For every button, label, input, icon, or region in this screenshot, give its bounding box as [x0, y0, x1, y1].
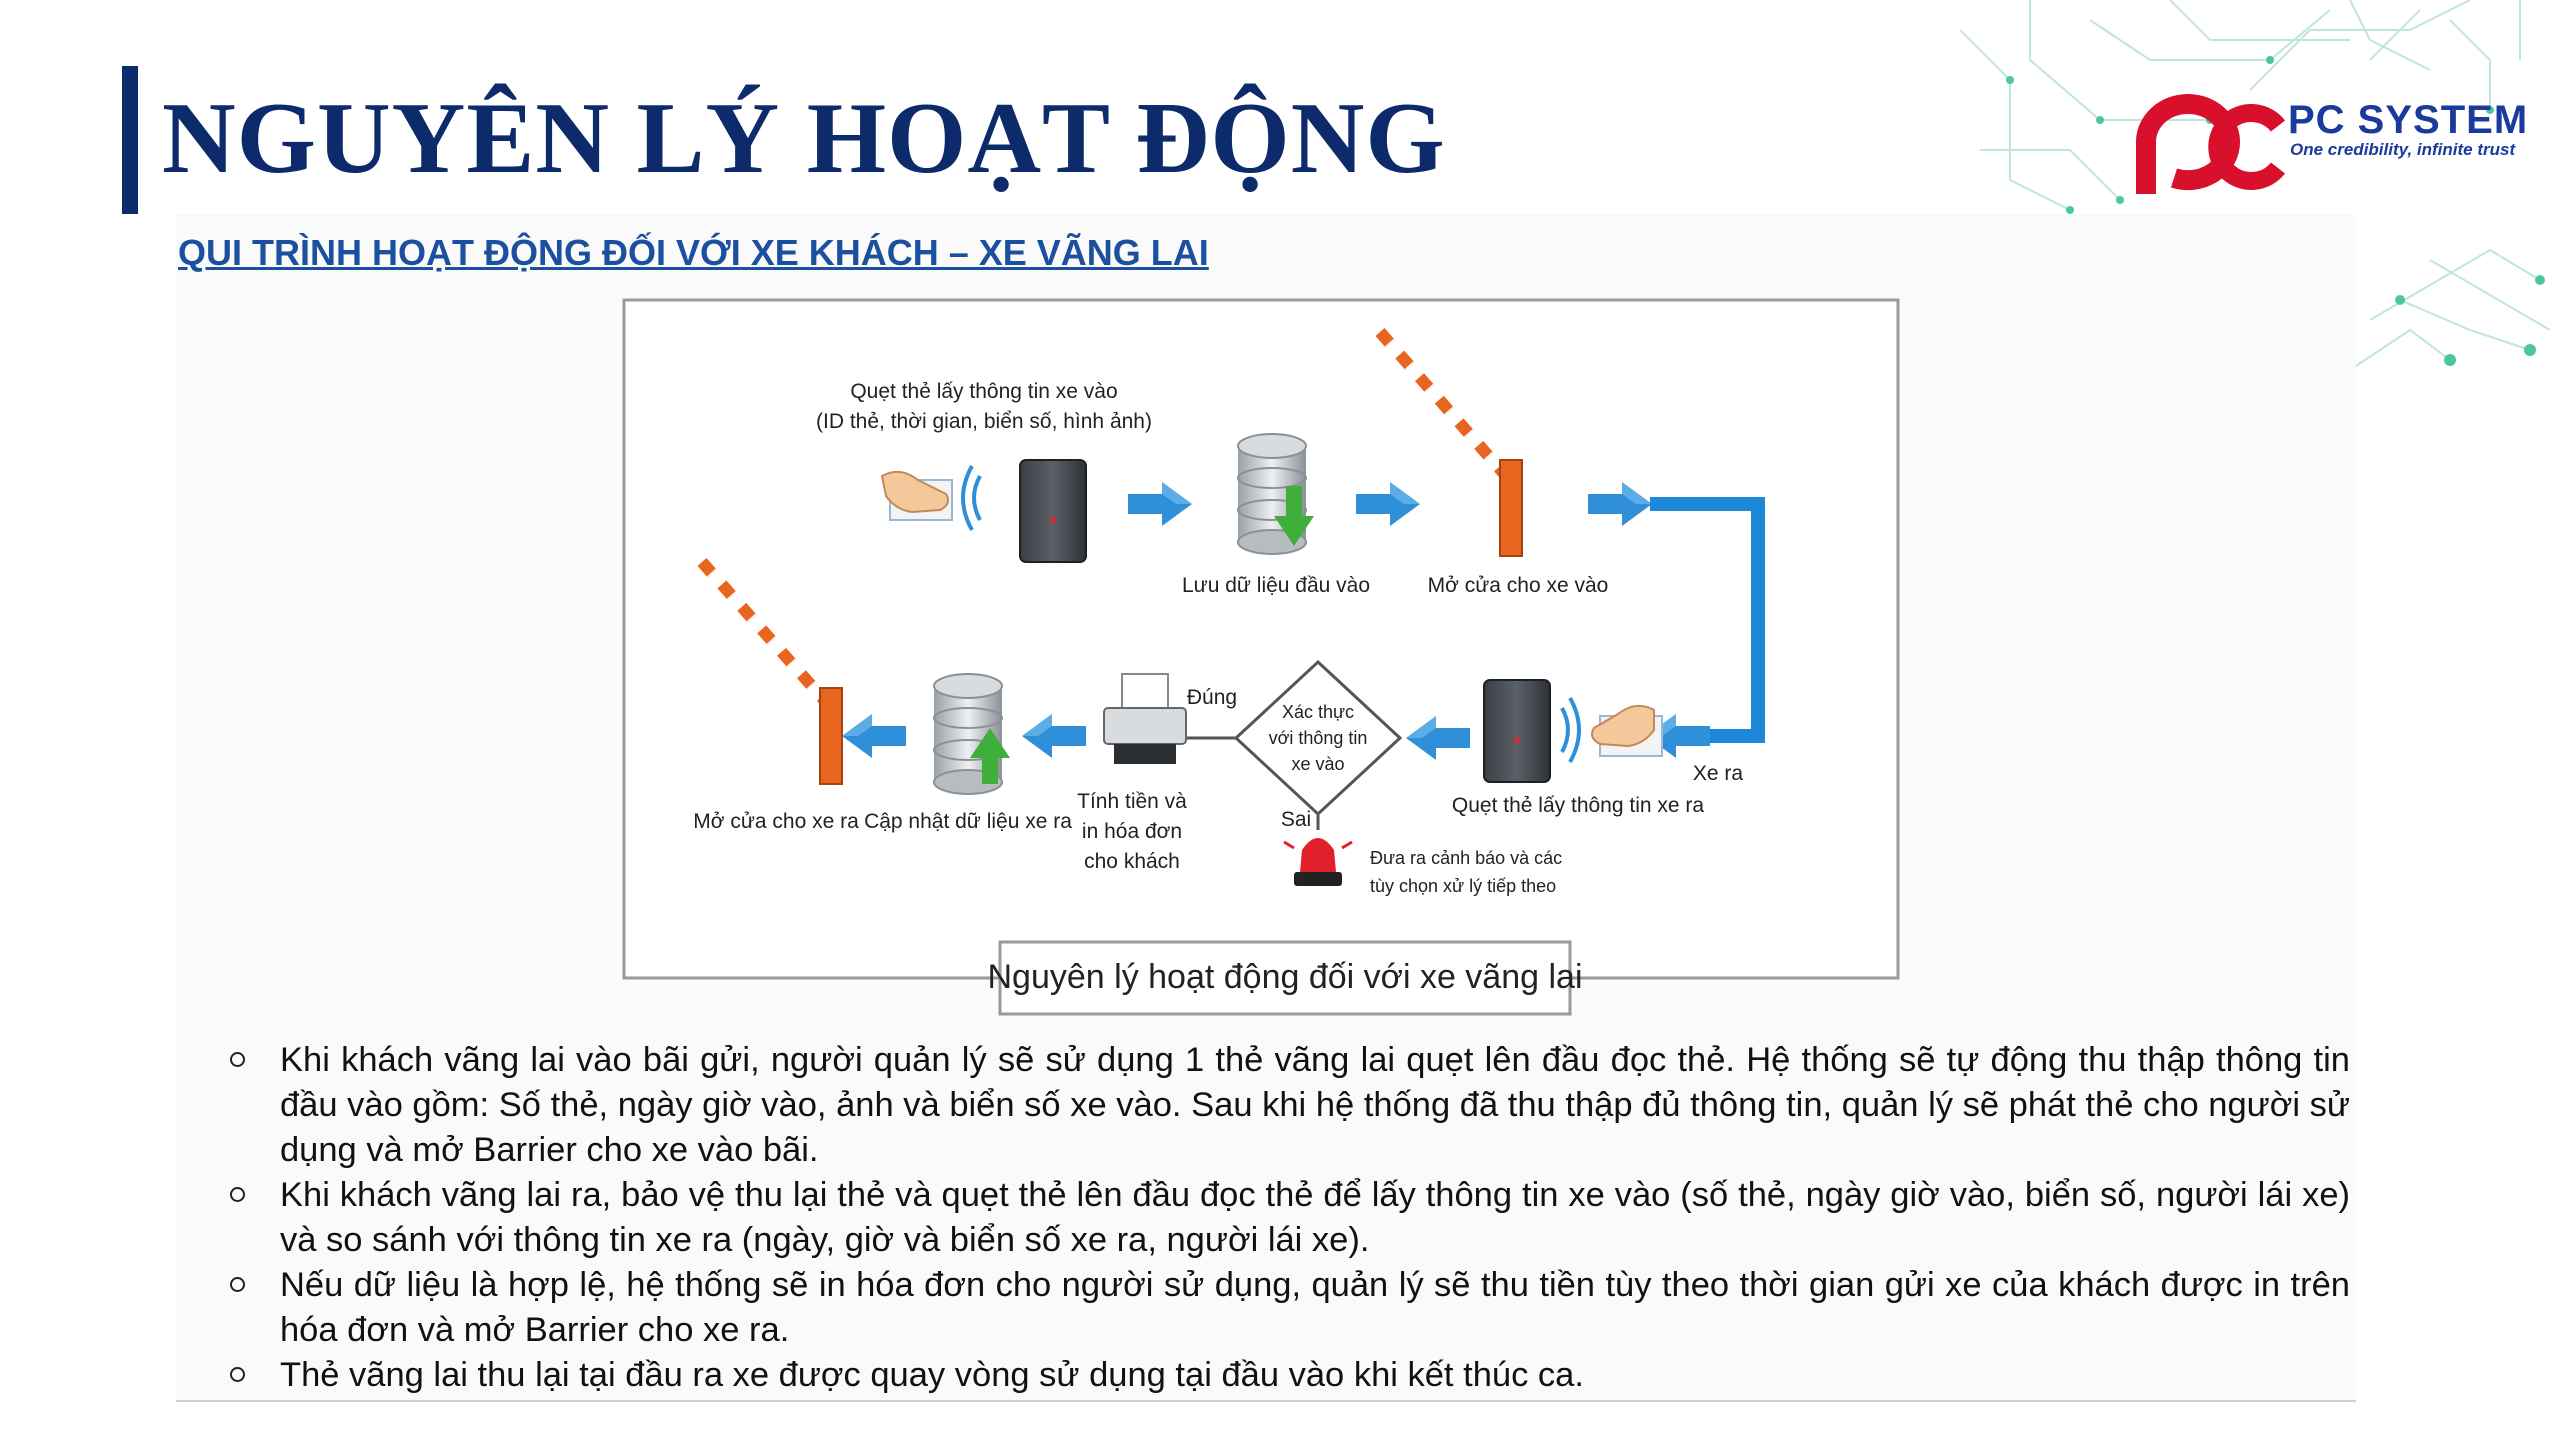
hand-card-icon [1591, 704, 1663, 757]
label-verify-1: Xác thực [1282, 702, 1354, 722]
label-invoice-2: in hóa đơn [1082, 820, 1182, 843]
label-store-input: Lưu dữ liệu đầu vào [1182, 574, 1370, 597]
label-correct: Đúng [1187, 686, 1237, 709]
database-icon [1237, 433, 1314, 555]
pc-system-logo-mark [2136, 94, 2286, 194]
list-item-text: Khi khách vãng lai vào bãi gửi, người qu… [280, 1041, 2350, 1169]
label-invoice-1: Tính tiền và [1077, 790, 1187, 813]
diagram-caption: Nguyên lý hoạt động đối với xe vãng lai [988, 958, 1583, 996]
label-swipe-out: Quẹt thẻ lấy thông tin xe ra [1452, 794, 1704, 817]
process-diagram: Quẹt thẻ lấy thông tin xe vào (ID thẻ, t… [622, 298, 1900, 1016]
section-subtitle: QUI TRÌNH HOẠT ĐỘNG ĐỐI VỚI XE KHÁCH – X… [178, 232, 1209, 273]
bullet-circle-icon [230, 1052, 245, 1067]
list-item-text: Khi khách vãng lai ra, bảo vệ thu lại th… [280, 1176, 2350, 1259]
label-open-gate-out: Mở cửa cho xe ra [693, 810, 859, 833]
label-vehicle-out: Xe ra [1693, 762, 1744, 785]
list-item-text: Thẻ vãng lai thu lại tại đầu ra xe được … [280, 1356, 1584, 1394]
connector-line [1650, 497, 1765, 743]
label-open-gate-in: Mở cửa cho xe vào [1428, 574, 1609, 597]
bottom-divider [176, 1400, 2356, 1402]
card-reader-icon [1019, 459, 1087, 563]
label-verify-3: xe vào [1291, 754, 1344, 774]
list-item: Khi khách vãng lai vào bãi gửi, người qu… [222, 1038, 2350, 1173]
logo-tagline: One credibility, infinite trust [2290, 140, 2516, 159]
label-wrong: Sai [1281, 808, 1311, 831]
page-title: NGUYÊN LÝ HOẠT ĐỘNG [162, 82, 1446, 195]
wireless-signal-icon [961, 465, 982, 531]
label-swipe-in-2: (ID thẻ, thời gian, biển số, hình ảnh) [816, 410, 1152, 433]
database-icon [933, 673, 1010, 795]
barrier-gate-icon [697, 558, 843, 785]
diagram-frame [622, 298, 1900, 980]
list-item: Nếu dữ liệu là hợp lệ, hệ thống sẽ in hó… [222, 1263, 2350, 1353]
logo-name: PC SYSTEM [2288, 98, 2529, 142]
hand-card-icon [880, 470, 953, 521]
bullet-circle-icon [230, 1367, 245, 1382]
title-accent-bar [122, 66, 138, 214]
card-reader-icon [1483, 679, 1551, 783]
label-verify-2: với thông tin [1269, 728, 1368, 748]
wireless-signal-icon [1560, 697, 1581, 763]
list-item: Thẻ vãng lai thu lại tại đầu ra xe được … [222, 1353, 2350, 1398]
description-list: Khi khách vãng lai vào bãi gửi, người qu… [222, 1038, 2350, 1398]
label-alert-2: tùy chọn xử lý tiếp theo [1370, 876, 1556, 896]
label-invoice-3: cho khách [1084, 850, 1180, 873]
caption-box [998, 940, 1572, 1016]
bullet-circle-icon [230, 1187, 245, 1202]
label-swipe-in-1: Quẹt thẻ lấy thông tin xe vào [850, 380, 1117, 403]
label-alert-1: Đưa ra cảnh báo và các [1370, 848, 1562, 868]
alarm-light-icon [1283, 838, 1353, 886]
list-item: Khi khách vãng lai ra, bảo vệ thu lại th… [222, 1173, 2350, 1263]
barrier-gate-icon [1375, 328, 1523, 557]
bullet-circle-icon [230, 1277, 245, 1292]
label-update-output: Cập nhật dữ liệu xe ra [864, 810, 1072, 833]
list-item-text: Nếu dữ liệu là hợp lệ, hệ thống sẽ in hó… [280, 1266, 2350, 1349]
circuit-decoration [1959, 0, 2551, 371]
printer-icon [1103, 673, 1187, 764]
